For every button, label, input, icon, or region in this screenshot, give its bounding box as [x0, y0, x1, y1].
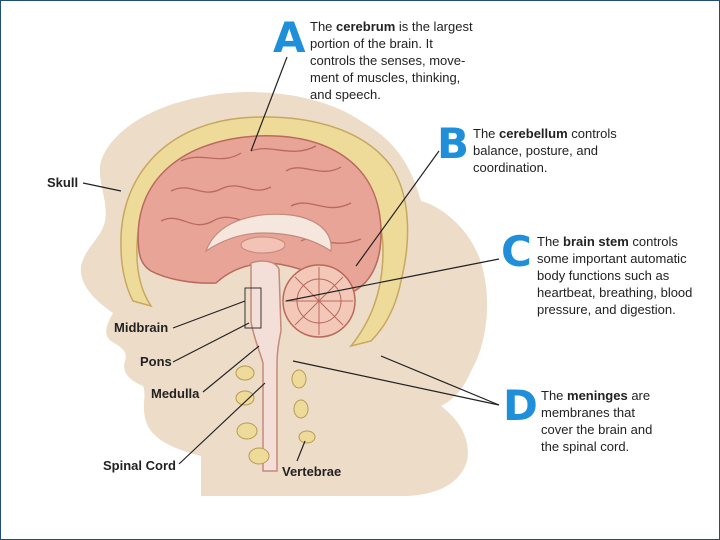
vertebrae-shapes	[235, 365, 316, 465]
letter-c: C	[501, 227, 532, 276]
meninges-description: The meninges are membranes that cover th…	[541, 388, 653, 454]
label-vertebrae: Vertebrae	[282, 464, 342, 479]
corpus-callosum	[204, 213, 332, 253]
leader-d2	[292, 360, 500, 406]
cerebrum-description: The cerebrum is the largest portion of t…	[310, 19, 473, 102]
leader-b	[355, 150, 440, 267]
label-midbrain: Midbrain	[114, 320, 169, 335]
label-medulla: Medulla	[151, 386, 200, 401]
leader-medulla	[202, 345, 260, 393]
label-spinal-cord: Spinal Cord	[103, 458, 176, 473]
leader-vertebrae	[296, 440, 306, 462]
brain-stem-shape	[250, 260, 282, 472]
leader-midbrain	[172, 300, 246, 329]
cerebellum-description: The cerebellum controls balance, posture…	[473, 126, 617, 175]
leader-lines	[82, 56, 500, 465]
letter-d: D	[503, 381, 538, 430]
leader-spinal-cord	[178, 382, 266, 465]
cerebellum-folds	[285, 267, 353, 335]
leader-d1	[380, 355, 500, 406]
term-cerebellum: cerebellum	[499, 126, 568, 141]
letter-a: A	[273, 13, 306, 62]
leader-pons	[172, 322, 250, 363]
label-skull: Skull	[47, 175, 79, 190]
term-meninges: meninges	[567, 388, 628, 403]
leader-skull	[82, 182, 122, 192]
label-pons: Pons	[140, 354, 172, 369]
skull-bone	[120, 116, 409, 348]
term-brain-stem: brain stem	[563, 234, 629, 249]
midbrain-box	[244, 287, 262, 329]
letter-b: B	[437, 119, 470, 168]
leader-c	[285, 258, 500, 302]
thalamus	[240, 236, 286, 254]
leader-a	[250, 56, 288, 152]
brain-stem-description: The brain stem controls some important a…	[537, 234, 693, 317]
term-cerebrum: cerebrum	[336, 19, 396, 34]
